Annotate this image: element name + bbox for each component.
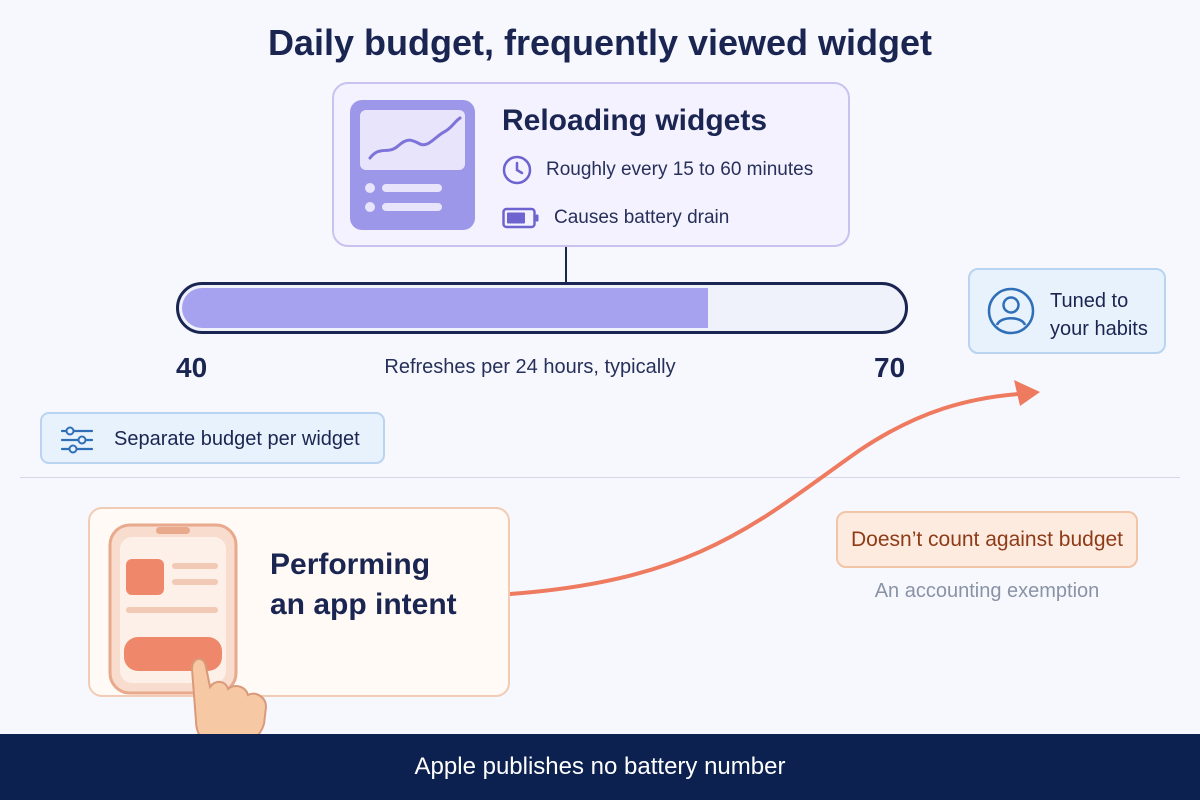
phone-tap-icon	[108, 523, 268, 746]
widget-chart-icon	[350, 100, 475, 230]
app-intent-title: Performing an app intent	[270, 545, 457, 625]
footer-banner: Apple publishes no battery number	[0, 734, 1200, 800]
battery-text: Causes battery drain	[554, 207, 730, 228]
refresh-range-fill	[182, 288, 708, 328]
section-divider	[20, 477, 1180, 478]
range-min-label: 40	[176, 352, 208, 383]
separate-budget-chip: Separate budget per widget	[40, 412, 385, 464]
app-intent-line-1: Performing	[270, 548, 431, 581]
battery-row: Causes battery drain	[502, 204, 729, 232]
app-intent-card: Performing an app intent	[88, 507, 510, 746]
separate-budget-label: Separate budget per widget	[114, 428, 360, 450]
battery-icon	[502, 207, 539, 229]
frequency-row: Roughly every 15 to 60 minutes	[502, 155, 814, 185]
tuned-text: Tuned to your habits	[1050, 287, 1148, 343]
tuned-line-1: Tuned to	[1050, 290, 1129, 312]
no-budget-count-chip: Doesn’t count against budget	[836, 511, 1138, 568]
connector-line	[565, 247, 567, 283]
sliders-icon	[60, 426, 94, 454]
tuned-to-habits-card: Tuned to your habits	[968, 268, 1166, 354]
user-icon	[987, 287, 1035, 335]
reloading-widgets-card: Reloading widgets Roughly every 15 to 60…	[332, 82, 850, 247]
clock-icon	[502, 155, 532, 185]
range-caption: Refreshes per 24 hours, typically	[384, 356, 676, 378]
accounting-exemption-text: An accounting exemption	[874, 580, 1100, 602]
refresh-range-bar	[176, 282, 908, 334]
tuned-line-2: your habits	[1050, 318, 1148, 340]
app-intent-line-2: an app intent	[270, 588, 457, 621]
range-max-label: 70	[874, 352, 906, 383]
page-title: Daily budget, frequently viewed widget	[267, 22, 933, 63]
reloading-widgets-title: Reloading widgets	[502, 104, 768, 137]
frequency-text: Roughly every 15 to 60 minutes	[546, 159, 814, 180]
